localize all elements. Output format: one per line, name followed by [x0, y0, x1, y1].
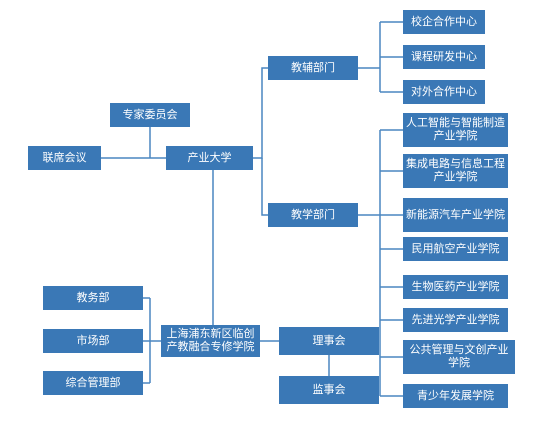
- nev-college-label: 新能源汽车产业学院: [406, 208, 505, 221]
- public-mgmt-college-label: 公共管理与文创产业学院: [409, 344, 509, 369]
- optics-college-box: 先进光学产业学院: [403, 308, 508, 332]
- curriculum-center-box: 课程研发中心: [403, 45, 485, 69]
- bio-college-label: 生物医药产业学院: [411, 280, 500, 293]
- marketing-label: 市场部: [76, 334, 110, 347]
- school-enterprise-center-label: 校企合作中心: [411, 15, 477, 28]
- connector-university-to-support: [253, 67, 268, 159]
- board-label: 理事会: [312, 334, 346, 347]
- general-mgmt-label: 综合管理部: [65, 376, 121, 389]
- school-enterprise-center-box: 校企合作中心: [403, 10, 485, 34]
- joint-meeting-box: 联席会议: [28, 146, 101, 170]
- lingang-college-box: 上海浦东新区临创产教融合专修学院: [161, 325, 260, 357]
- aviation-college-box: 民用航空产业学院: [403, 237, 508, 261]
- academic-affairs-label: 教务部: [76, 291, 110, 304]
- curriculum-center-label: 课程研发中心: [411, 50, 477, 63]
- expert-committee-box: 专家委员会: [110, 103, 190, 127]
- ic-college-box: 集成电路与信息工程产业学院: [403, 154, 508, 188]
- expert-committee-label: 专家委员会: [122, 108, 178, 121]
- teaching-support-dept-box: 教辅部门: [268, 56, 358, 80]
- optics-college-label: 先进光学产业学院: [411, 313, 500, 326]
- teaching-dept-label: 教学部门: [291, 208, 335, 221]
- board-box: 理事会: [279, 327, 379, 355]
- industry-university-label: 产业大学: [187, 151, 232, 164]
- joint-meeting-label: 联席会议: [42, 151, 87, 164]
- teaching-support-dept-label: 教辅部门: [291, 61, 335, 74]
- industry-university-box: 产业大学: [166, 146, 253, 170]
- marketing-box: 市场部: [43, 329, 143, 353]
- external-center-label: 对外合作中心: [411, 85, 477, 98]
- connector-university-to-teaching: [261, 158, 268, 216]
- ic-college-label: 集成电路与信息工程产业学院: [406, 158, 505, 183]
- supervisory-board-box: 监事会: [279, 376, 379, 404]
- lingang-college-label: 上海浦东新区临创产教融合专修学院: [166, 328, 255, 353]
- ai-college-box: 人工智能与智能制造产业学院: [403, 113, 508, 147]
- nev-college-box: 新能源汽车产业学院: [403, 198, 508, 232]
- public-mgmt-college-box: 公共管理与文创产业学院: [403, 340, 515, 374]
- supervisory-board-label: 监事会: [312, 383, 346, 396]
- aviation-college-label: 民用航空产业学院: [411, 242, 500, 255]
- bio-college-box: 生物医药产业学院: [403, 275, 508, 299]
- academic-affairs-box: 教务部: [43, 286, 143, 310]
- external-center-box: 对外合作中心: [403, 80, 485, 104]
- youth-college-label: 青少年发展学院: [417, 389, 494, 402]
- ai-college-label: 人工智能与智能制造产业学院: [406, 117, 505, 142]
- general-mgmt-box: 综合管理部: [43, 371, 143, 395]
- youth-college-box: 青少年发展学院: [403, 384, 508, 408]
- teaching-dept-box: 教学部门: [268, 203, 358, 227]
